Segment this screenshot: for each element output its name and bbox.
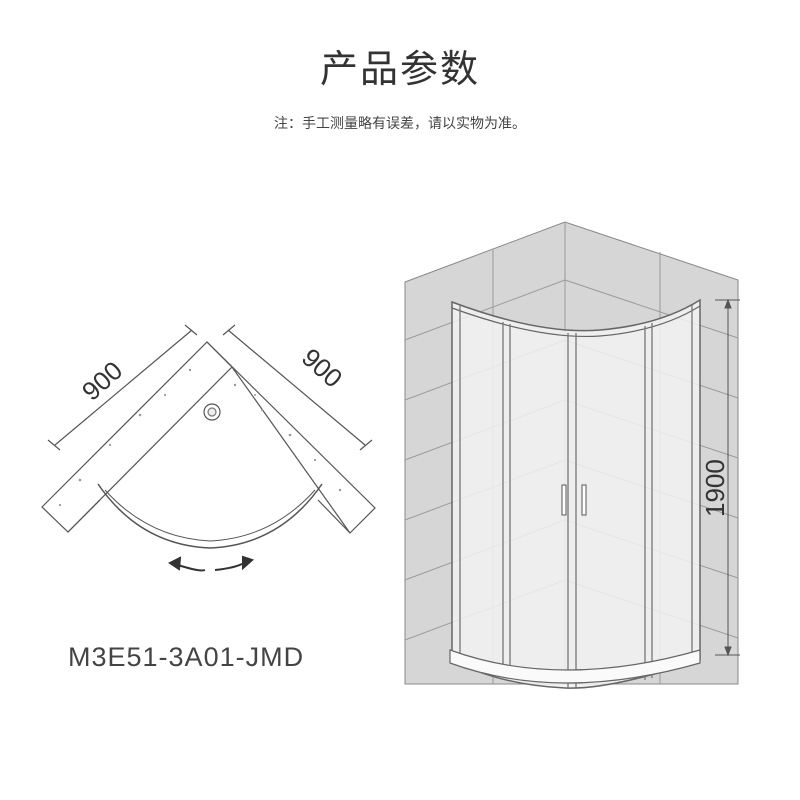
sliding-arrows-icon	[168, 555, 254, 572]
dim-line-right	[227, 329, 366, 446]
measurement-note: 注：手工测量略有误差，请以实物为准。	[274, 116, 526, 132]
height-dim-label: 1900	[700, 459, 730, 517]
door-handle-left	[561, 484, 567, 516]
page-title: 产品参数	[319, 47, 480, 91]
model-number: M3E51-3A01-JMD	[68, 642, 305, 672]
dim-line-left	[54, 329, 193, 446]
shower-tray	[449, 649, 701, 684]
door-handle-right	[581, 484, 587, 516]
